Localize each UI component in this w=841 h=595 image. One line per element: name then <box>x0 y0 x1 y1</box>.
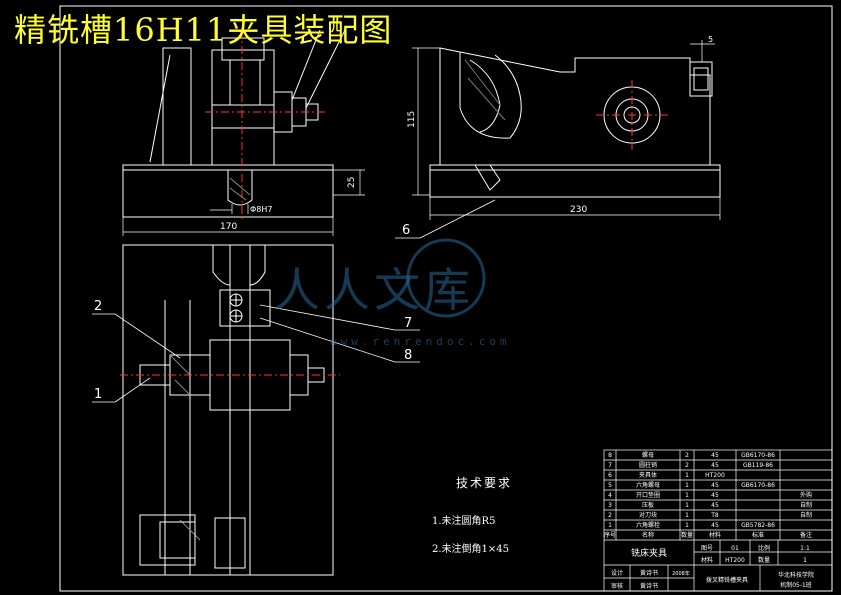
parts-row-5-material: 45 <box>711 482 719 489</box>
dim-115-text: 115 <box>407 111 417 128</box>
sig-part-title: 拨叉精铣槽夹具 <box>706 576 748 584</box>
dim-170-text: 170 <box>220 222 237 232</box>
parts-row-7-standard: GB119-86 <box>743 462 773 469</box>
parts-row-7-qty: 2 <box>685 462 689 469</box>
parts-row-3-material: 45 <box>711 502 719 509</box>
parts-row-1-no: 1 <box>608 522 612 529</box>
title-block-name: 铣床夹具 <box>631 547 667 559</box>
parts-row-5-standard: GB6170-86 <box>741 482 775 489</box>
parts-row-6-name: 夹具体 <box>639 471 657 479</box>
parts-row-8-no: 8 <box>608 452 612 459</box>
parts-row-8-standard: GB6170-86 <box>741 452 775 459</box>
parts-list-grid <box>603 449 833 592</box>
dimension-115 <box>412 47 440 196</box>
field-qty-label: 数量 <box>758 556 770 564</box>
parts-row-3-qty: 1 <box>685 502 689 509</box>
parts-row-7-no: 7 <box>608 462 612 469</box>
drawing-border <box>59 5 833 592</box>
parts-row-1-name: 六角螺栓 <box>636 521 660 529</box>
dimension-25 <box>333 169 365 196</box>
parts-row-4-material: 45 <box>711 492 719 499</box>
tech-requirement-2: 2.未注倒角1×45 <box>432 544 510 555</box>
parts-row-4-name: 开口垫圈 <box>636 491 660 499</box>
parts-header-material: 材料 <box>709 531 721 539</box>
parts-row-4-note: 外购 <box>800 491 812 499</box>
field-sheet-value: 01 <box>731 545 739 552</box>
parts-row-2-material: T8 <box>710 512 719 519</box>
parts-header-qty: 数量 <box>681 531 693 539</box>
parts-row-7-name: 圆柱销 <box>639 461 657 469</box>
parts-row-8-material: 45 <box>711 452 719 459</box>
parts-row-5-no: 5 <box>608 482 612 489</box>
tech-requirements-title: 技术要求 <box>456 476 513 490</box>
parts-row-5-name: 六角螺母 <box>636 481 660 489</box>
parts-row-8-name: 螺母 <box>642 451 654 459</box>
tech-requirement-1: 1.未注圆角R5 <box>432 516 496 527</box>
watermark-logo <box>406 238 486 318</box>
watermark-text: 人人文库 <box>274 263 474 317</box>
parts-row-6-no: 6 <box>608 472 612 479</box>
parts-row-6-material: HT200 <box>705 472 725 479</box>
dim-230-text: 230 <box>570 205 587 215</box>
dimension-5 <box>690 40 715 62</box>
callout-6: 6 <box>402 223 410 238</box>
parts-row-1-standard: GB5782-86 <box>741 522 775 529</box>
parts-row-4-no: 4 <box>608 492 612 499</box>
sig-class: 机制05-1班 <box>780 581 812 589</box>
sig-design-name: 黄诗书 <box>640 569 658 577</box>
dimension-phi8 <box>210 204 249 214</box>
dim-25-text: 25 <box>347 177 357 188</box>
parts-header-note: 备注 <box>800 531 812 539</box>
parts-row-2-qty: 1 <box>685 512 689 519</box>
field-material-value: HT200 <box>725 557 745 564</box>
parts-row-8-qty: 2 <box>685 452 689 459</box>
parts-header-name: 名称 <box>642 531 654 539</box>
parts-header-no: 序号 <box>604 531 616 539</box>
top-view <box>120 244 340 576</box>
parts-row-2-name: 对刀块 <box>639 511 657 519</box>
parts-row-1-material: 45 <box>711 522 719 529</box>
parts-header-standard: 标准 <box>752 531 764 539</box>
parts-row-5-qty: 1 <box>685 482 689 489</box>
watermark-url: www.renrendoc.com <box>330 335 511 348</box>
parts-row-4-qty: 1 <box>685 492 689 499</box>
parts-row-7-material: 45 <box>711 462 719 469</box>
dimension-230 <box>429 197 721 220</box>
field-sheet-label: 图号 <box>701 545 713 552</box>
sig-check-name: 黄诗书 <box>640 582 658 590</box>
callout-2: 2 <box>94 299 102 314</box>
parts-row-3-name: 压板 <box>642 501 654 509</box>
callout-7: 7 <box>404 316 412 331</box>
parts-row-1-qty: 1 <box>685 522 689 529</box>
field-scale-value: 1:1 <box>800 545 810 552</box>
field-material-label: 材料 <box>701 556 713 564</box>
callout-1: 1 <box>94 387 102 402</box>
page-title: 精铣槽16H11夹具装配图 <box>14 11 393 49</box>
sig-check-label: 审核 <box>611 582 623 590</box>
field-scale-label: 比例 <box>758 544 770 552</box>
dim-phi8-text: Φ8H7 <box>250 205 273 214</box>
sig-design-label: 设计 <box>611 569 623 577</box>
parts-row-2-note: 自制 <box>800 511 812 519</box>
parts-row-3-note: 自制 <box>800 501 812 509</box>
callout-leaders <box>92 199 496 403</box>
front-view <box>122 29 346 220</box>
side-view <box>429 47 721 198</box>
sig-school: 华北科技学院 <box>778 571 814 579</box>
parts-row-6-qty: 1 <box>685 472 689 479</box>
callout-8: 8 <box>404 348 412 363</box>
dim-5-text: 5 <box>708 35 713 44</box>
parts-row-3-no: 3 <box>608 502 612 509</box>
field-qty-value: 1 <box>803 557 807 564</box>
parts-row-2-no: 2 <box>608 512 612 519</box>
sig-design-date: 2008年 <box>672 570 690 577</box>
dimension-170 <box>122 217 334 236</box>
